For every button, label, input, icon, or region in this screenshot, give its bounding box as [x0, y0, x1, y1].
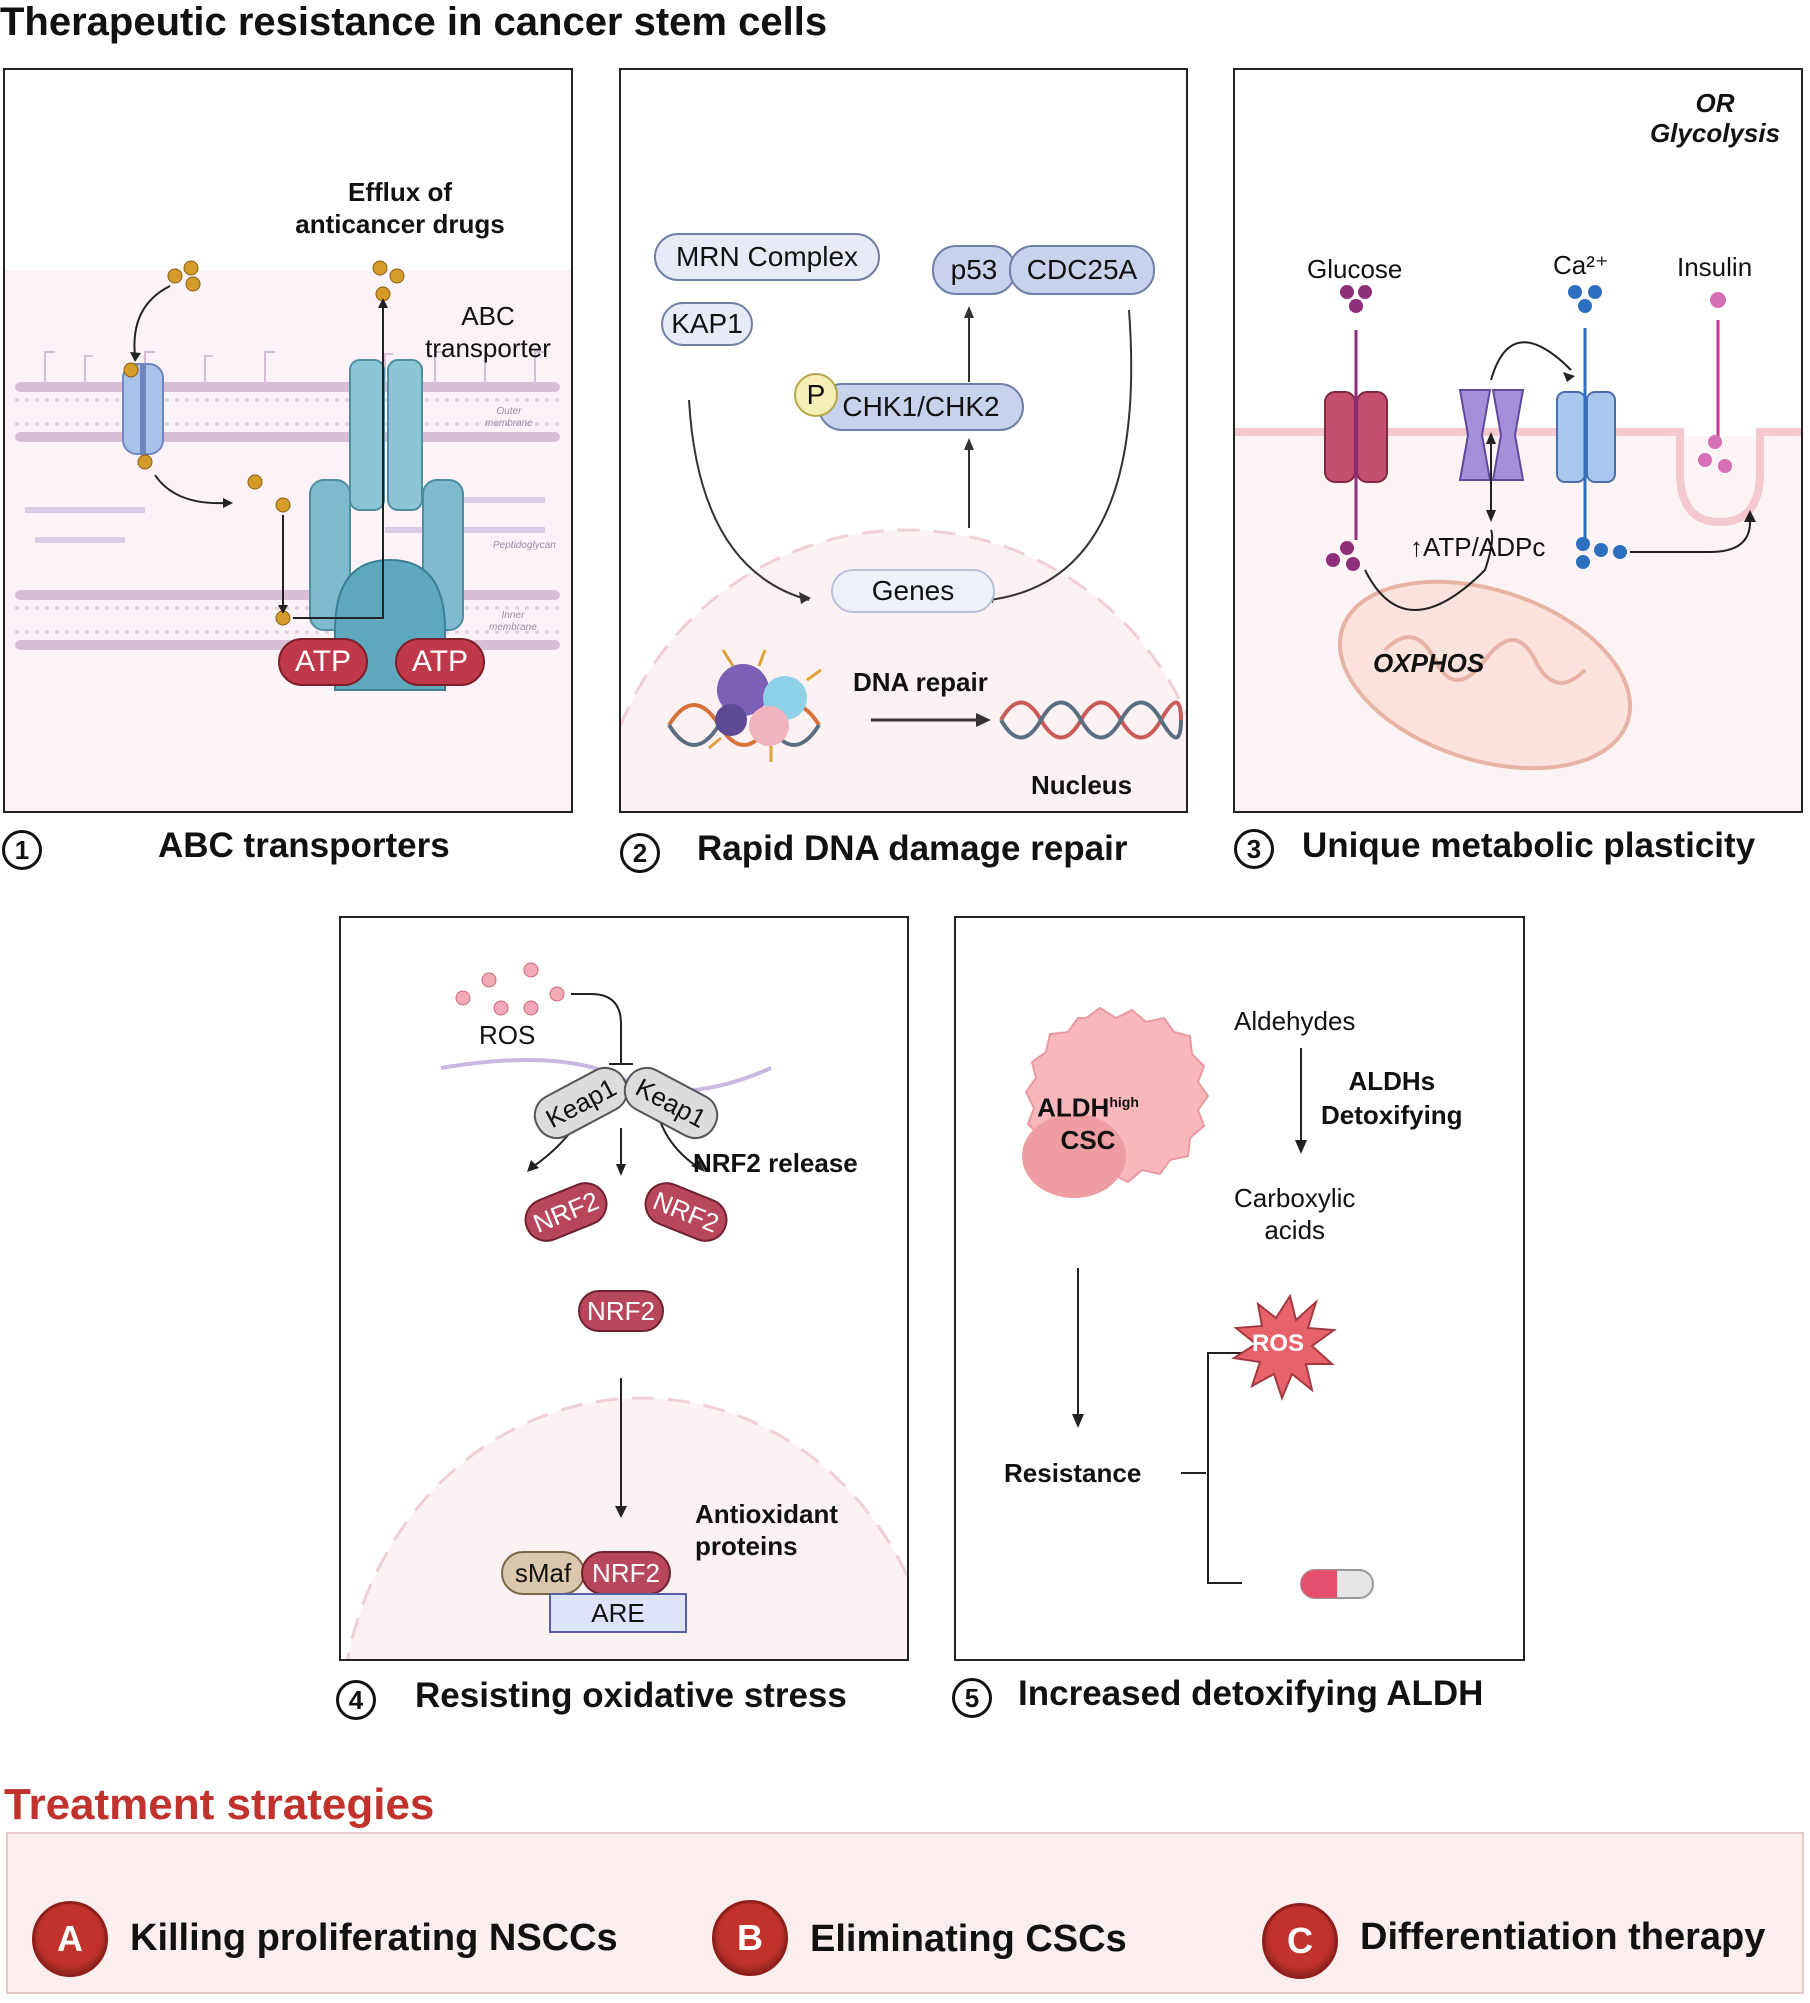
cdc25a-node: CDC25A	[1009, 245, 1155, 295]
strategy-a-badge: A	[32, 1901, 108, 1977]
panel-dna-repair: MRN Complex KAP1 p53 CDC25A CHK1/CHK2 P …	[619, 68, 1188, 813]
insulin-label: Insulin	[1677, 252, 1753, 282]
peptidoglycan-label: Peptidoglycan	[493, 540, 556, 551]
nrf2-d: NRF2	[581, 1551, 671, 1595]
dna-repair-illustration	[621, 306, 1186, 811]
step-number-2: 2	[620, 833, 660, 873]
atp-1: ATP	[278, 638, 368, 686]
aldh-illustration	[1022, 1006, 1374, 1599]
metabolic-illustration	[1235, 285, 1801, 811]
oxidative-stress-illustration	[346, 962, 907, 1659]
calcium-label: Ca²⁺	[1553, 250, 1609, 280]
nrf2-c: NRF2	[578, 1290, 664, 1332]
or-glycolysis-label: OR Glycolysis	[1649, 88, 1781, 148]
aldhs-detoxifying-label: ALDHs Detoxifying	[1321, 1066, 1463, 1130]
aldehydes-label: Aldehydes	[1234, 1006, 1356, 1036]
kap1-node: KAP1	[661, 302, 753, 346]
nrf2-release-label: NRF2 release	[693, 1148, 858, 1178]
step-number-4: 4	[336, 1680, 376, 1720]
step-number-1: 1	[2, 830, 42, 870]
treatment-strategies-box	[6, 1832, 1804, 1994]
panel-metabolic-plasticity: OR Glycolysis Glucose Ca²⁺ Insulin ↑ATP/…	[1233, 68, 1803, 813]
resistance-label: Resistance	[1004, 1458, 1142, 1488]
caption-aldh: Increased detoxifying ALDH	[1018, 1674, 1484, 1713]
atp-adp-label: ↑ATP/ADPc	[1410, 532, 1546, 562]
strategy-a-label: Killing proliferating NSCCs	[130, 1917, 618, 1959]
oxphos-label: OXPHOS	[1373, 648, 1485, 678]
genes-node: Genes	[831, 569, 995, 613]
panel-oxidative-stress: ROS Keap1 Keap1 NRF2 release NRF2 NRF2 N…	[339, 916, 909, 1661]
caption-oxidative-stress: Resisting oxidative stress	[415, 1676, 847, 1715]
treatment-strategies-title: Treatment strategies	[4, 1780, 435, 1829]
carboxylic-acids-label: Carboxylic acids	[1234, 1183, 1356, 1245]
dna-repair-label: DNA repair	[853, 667, 988, 697]
smaf-node: sMaf	[501, 1551, 585, 1595]
phospho-node: P	[794, 373, 838, 417]
inner-membrane-label: Inner membrane	[489, 610, 537, 633]
outer-membrane-label: Outer membrane	[485, 406, 533, 429]
are-node: ARE	[549, 1593, 687, 1633]
nucleus-label: Nucleus	[1031, 770, 1133, 800]
p53-node: p53	[932, 245, 1016, 295]
caption-dna-repair: Rapid DNA damage repair	[697, 829, 1128, 868]
efflux-label: Efflux of anticancer drugs	[295, 177, 505, 239]
strategy-b-label: Eliminating CSCs	[810, 1918, 1127, 1960]
glucose-label: Glucose	[1307, 254, 1403, 284]
caption-metabolic-plasticity: Unique metabolic plasticity	[1302, 826, 1756, 865]
abc-transporter-illustration	[5, 260, 571, 811]
atp-2: ATP	[395, 638, 485, 686]
abc-transporter-label: ABC transporter	[425, 301, 551, 363]
caption-abc-transporters: ABC transporters	[158, 826, 450, 865]
strategy-c-badge: C	[1262, 1903, 1338, 1979]
page-title: Therapeutic resistance in cancer stem ce…	[0, 0, 828, 44]
step-number-5: 5	[952, 1678, 992, 1718]
strategy-c-label: Differentiation therapy	[1360, 1916, 1766, 1958]
antioxidant-label: Antioxidant proteins	[695, 1499, 838, 1561]
chk1-chk2-node: CHK1/CHK2	[818, 383, 1024, 431]
mrn-complex-node: MRN Complex	[654, 233, 880, 281]
step-number-3: 3	[1234, 829, 1274, 869]
ros-burst-label: ROS	[1252, 1330, 1305, 1357]
panel-abc-transporters: Efflux of anticancer drugs ABC transport…	[3, 68, 573, 813]
strategy-b-badge: B	[712, 1900, 788, 1976]
ros-label: ROS	[479, 1020, 536, 1050]
